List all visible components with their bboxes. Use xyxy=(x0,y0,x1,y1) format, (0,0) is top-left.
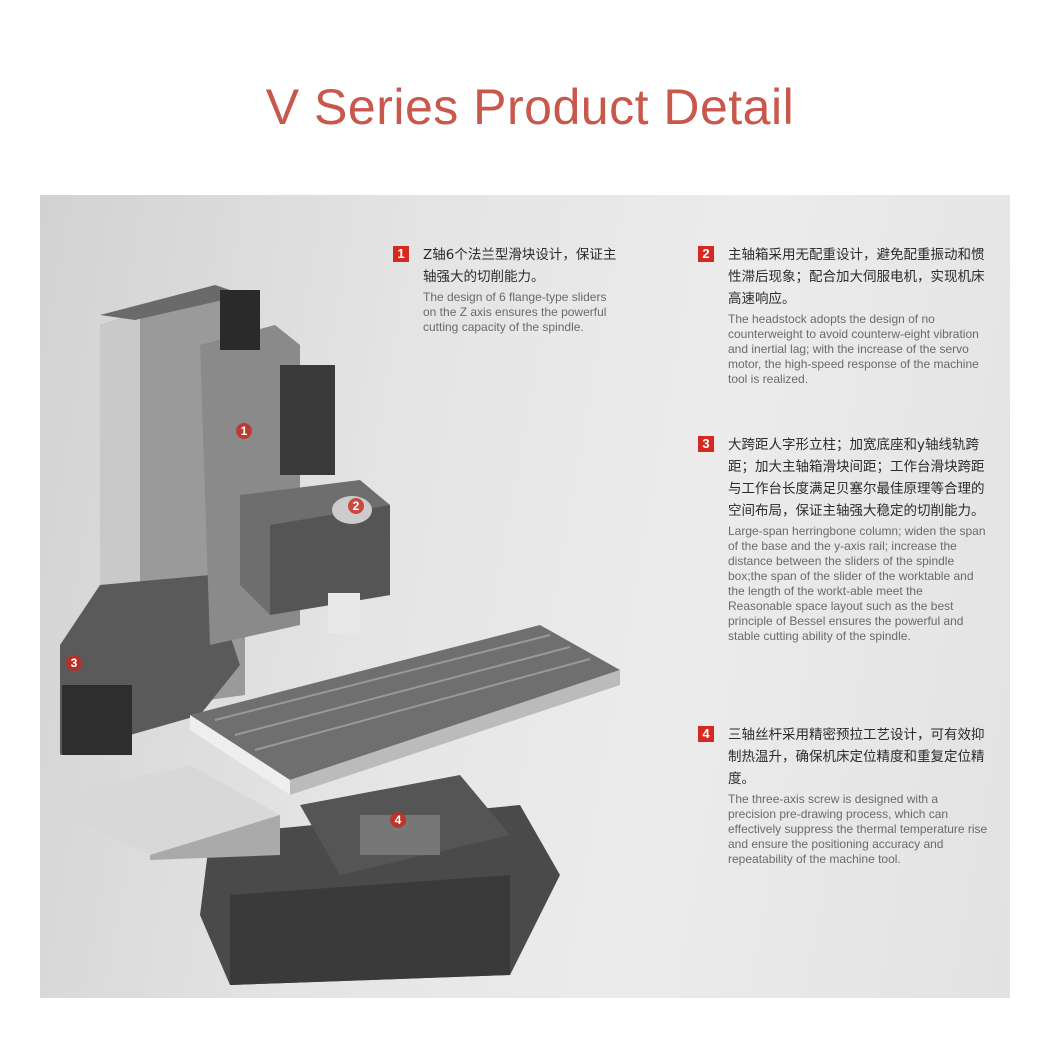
feature-number-badge: 4 xyxy=(698,726,714,742)
feature-number-badge: 1 xyxy=(393,246,409,262)
marker-3: 3 xyxy=(66,655,82,671)
feature-3: 3 大跨距人字形立柱；加宽底座和y轴线轨跨距；加大主轴箱滑块间距；工作台滑块跨距… xyxy=(698,434,988,644)
machine-illustration xyxy=(60,285,620,985)
feature-1: 1 Z轴6个法兰型滑块设计，保证主轴强大的切削能力。 The design of… xyxy=(393,244,623,335)
product-panel: 1 2 3 4 1 Z轴6个法兰型滑块设计，保证主轴强大的切削能力。 The d… xyxy=(40,195,1010,998)
marker-4: 4 xyxy=(390,812,406,828)
feature-zh-text: 大跨距人字形立柱；加宽底座和y轴线轨跨距；加大主轴箱滑块间距；工作台滑块跨距与工… xyxy=(728,437,985,519)
marker-2: 2 xyxy=(348,498,364,514)
feature-2: 2 主轴箱采用无配重设计，避免配重振动和惯性滞后现象；配合加大伺服电机，实现机床… xyxy=(698,244,988,387)
feature-en-text: The three-axis screw is designed with a … xyxy=(728,792,988,866)
feature-zh-text: 主轴箱采用无配重设计，避免配重振动和惯性滞后现象；配合加大伺服电机，实现机床高速… xyxy=(728,247,985,307)
feature-number-badge: 3 xyxy=(698,436,714,452)
feature-zh-text: 三轴丝杆采用精密预拉工艺设计，可有效抑制热温升，确保机床定位精度和重复定位精度。 xyxy=(728,727,985,787)
feature-zh-text: Z轴6个法兰型滑块设计，保证主轴强大的切削能力。 xyxy=(423,247,617,285)
marker-1: 1 xyxy=(236,423,252,439)
feature-en-text: Large-span herringbone column; widen the… xyxy=(728,524,986,643)
page-title: V Series Product Detail xyxy=(265,79,795,135)
feature-4: 4 三轴丝杆采用精密预拉工艺设计，可有效抑制热温升，确保机床定位精度和重复定位精… xyxy=(698,724,988,867)
feature-en-text: The design of 6 flange-type sliders on t… xyxy=(423,290,607,334)
feature-en-text: The headstock adopts the design of no co… xyxy=(728,312,979,386)
feature-number-badge: 2 xyxy=(698,246,714,262)
